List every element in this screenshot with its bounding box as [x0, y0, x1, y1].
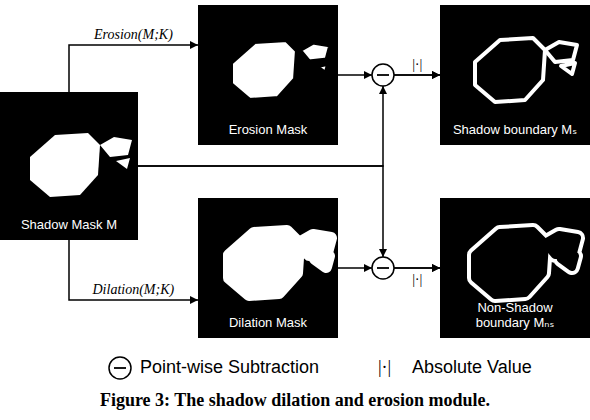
flow-arrow: [69, 240, 198, 304]
arrow-head: [432, 264, 440, 272]
mask-image: Erosion Mask: [198, 5, 338, 145]
arrow-head: [432, 264, 440, 272]
image-caption: Shadow Mask M: [21, 217, 117, 233]
mask-image: Shadow Mask M: [0, 92, 138, 240]
mask-image: Shadow boundary Mₛ: [440, 5, 590, 145]
flow-line: [338, 267, 372, 269]
image-caption: Dilation Mask: [229, 315, 307, 331]
arrow-head: [379, 86, 387, 94]
arrow-head: [190, 296, 198, 304]
flow-arrow: [69, 41, 198, 92]
legend-text: Absolute Value: [412, 357, 532, 379]
legend-subtract-symbol: [109, 357, 131, 379]
flow-line: [394, 74, 440, 76]
mask-image: Non-Shadow boundary Mₙₛ: [440, 198, 590, 338]
flow-line: [69, 240, 198, 300]
arrow-head: [190, 41, 198, 49]
image-caption: Shadow boundary Mₛ: [453, 122, 577, 138]
arrow-head: [364, 264, 372, 272]
flow-arrow: [338, 264, 440, 272]
edge-label: Erosion(M;K): [94, 27, 173, 42]
figure-caption: Figure 3: The shadow dilation and erosio…: [0, 390, 590, 412]
flow-line: [394, 74, 440, 76]
edge-label: |·|: [412, 272, 423, 287]
image-caption: Erosion Mask: [229, 122, 308, 138]
subtract-symbol: [372, 64, 394, 86]
flow-arrow: [338, 71, 440, 79]
arrow-head: [379, 249, 387, 257]
flow-line: [338, 74, 372, 76]
image-caption: Non-Shadow boundary Mₙₛ: [465, 300, 565, 331]
edge-label: Dilation(M;K): [93, 282, 175, 297]
flow-line: [69, 45, 198, 92]
arrow-head: [432, 71, 440, 79]
legend-symbol: |·|: [378, 357, 391, 379]
flow-line: [394, 267, 440, 269]
flow-line: [394, 267, 440, 269]
arrow-head: [364, 71, 372, 79]
arrow-head: [432, 71, 440, 79]
edge-label: |·|: [412, 57, 423, 72]
mask-image: Dilation Mask: [198, 198, 338, 338]
subtract-symbol: [372, 257, 394, 279]
legend-text: Point-wise Subtraction: [140, 357, 319, 379]
